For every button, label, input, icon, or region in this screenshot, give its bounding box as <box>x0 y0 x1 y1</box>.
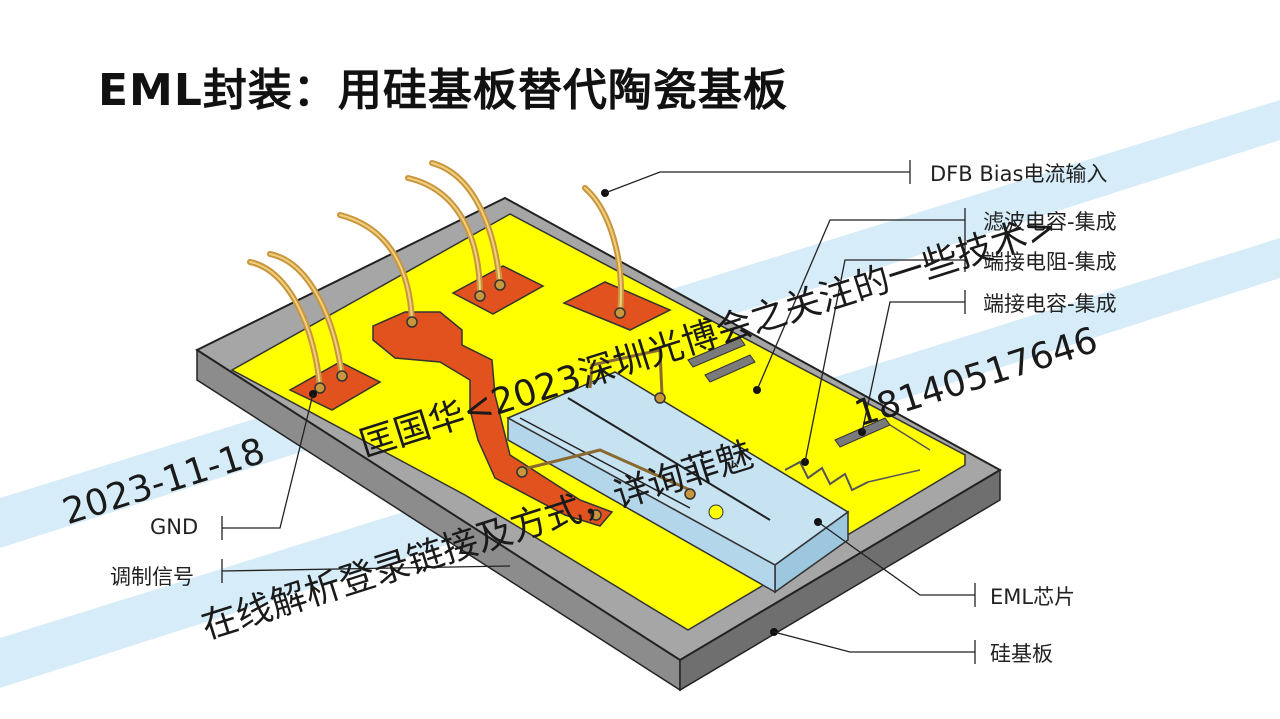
callout-filter-capacitor: 滤波电容-集成 <box>983 210 1117 234</box>
chip-bond-wire <box>588 348 664 396</box>
signal-bond-wire <box>519 448 691 492</box>
callout-eml-chip: EML芯片 <box>990 585 1076 609</box>
callout-dfb-bias: DFB Bias电流输入 <box>930 162 1108 186</box>
chip-waveguide-2 <box>519 417 691 509</box>
modulation-trace <box>372 311 614 527</box>
callout-silicon-substrate: 硅基板 <box>990 642 1053 666</box>
callout-termination-resistor: 端接电阻-集成 <box>983 250 1117 274</box>
bond-wires-inner <box>249 162 622 389</box>
cap-lead <box>889 424 931 451</box>
callout-gnd: GND <box>150 515 199 539</box>
termination-resistor <box>784 460 869 492</box>
callout-modulation-signal: 调制信号 <box>110 565 194 589</box>
filter-capacitor-2 <box>704 354 756 383</box>
dfb-bias-pad <box>562 281 672 331</box>
page-title: EML封装：用硅基板替代陶瓷基板 <box>98 65 788 116</box>
chip-waveguide-1 <box>567 397 771 521</box>
bond-dots <box>314 279 696 521</box>
chip-pad <box>708 504 724 520</box>
eml-chip-left <box>507 416 776 594</box>
resistor-lead <box>867 469 921 483</box>
callout-termination-capacitor: 端接电容-集成 <box>983 292 1117 316</box>
filter-capacitor <box>687 337 746 368</box>
leader-lines <box>221 160 976 664</box>
